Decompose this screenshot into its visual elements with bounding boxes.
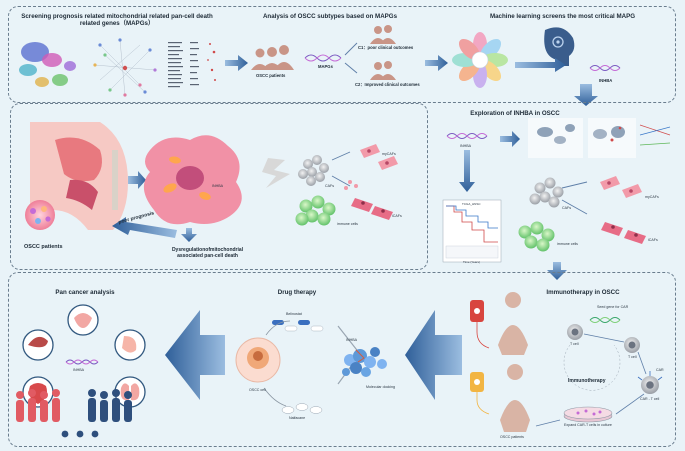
exploration-title: Exploration of INHBA in OSCC xyxy=(470,110,560,117)
gene-list-table xyxy=(168,42,216,88)
drug-capsules xyxy=(272,320,324,332)
t-cell-label-2: T cell xyxy=(628,355,637,359)
mycaf-cells-1 xyxy=(360,144,398,170)
mapgs-dna-icon xyxy=(304,54,342,62)
inhba-dna-pan xyxy=(65,359,99,365)
ml-inhba-label: INHBA xyxy=(599,78,613,83)
subtype-title: Analysis of OSCC subtypes based on MAPGs xyxy=(262,13,398,20)
arrow-cell-down xyxy=(181,228,197,242)
mycafs-label-1: myCAFs xyxy=(382,152,396,156)
arrow-inhba-to-scrna xyxy=(500,131,520,147)
inhba-cell-label: INHBA xyxy=(212,184,223,188)
drug2-label: Nalfacane xyxy=(289,416,306,420)
iv-bag-bottom xyxy=(470,372,490,415)
arrow-inhba-down xyxy=(459,150,475,192)
inhba-dna-mid xyxy=(446,133,488,139)
immune-label-1: immune cells xyxy=(337,222,358,226)
arrow-1-to-2 xyxy=(225,55,248,71)
screening-title: Screening prognosis related mitochondria… xyxy=(21,13,213,28)
oscc-tissue-icon xyxy=(25,200,55,230)
drug1-label: Belinostat xyxy=(286,312,302,316)
inhba-dna-top xyxy=(589,65,621,71)
immune-cluster-2 xyxy=(518,221,555,252)
patient-silhouettes xyxy=(498,292,530,432)
arrow-2-to-3 xyxy=(425,55,448,71)
t-cell-1 xyxy=(567,324,583,340)
oscc-cell-label: OSCC cell xyxy=(249,388,266,392)
culture-dish xyxy=(563,406,613,423)
km-title: TCGA_HNSC xyxy=(462,202,481,206)
arrow-back-to-patients xyxy=(112,217,177,238)
trajectory-plot xyxy=(639,124,671,146)
arrow-anatomy-to-cell xyxy=(128,171,146,189)
oscc-patients-label: OSCC patients xyxy=(256,73,286,78)
molecular-docking-label: Molecular docking xyxy=(366,385,395,389)
t-cell-2 xyxy=(624,337,640,353)
drug-therapy-title: Drug therapy xyxy=(277,289,317,296)
docking-molecule xyxy=(342,347,387,377)
tumor-cell-graphic xyxy=(143,135,242,225)
inhba-label-mid: INHBA xyxy=(460,144,471,148)
t-cell-label-1: T cell xyxy=(570,342,579,346)
seed-gene-label: Seed gene for CAR xyxy=(597,305,629,309)
icafs-label-2: iCAFs xyxy=(648,238,658,242)
pan-inhba-label: INHBA xyxy=(73,368,84,372)
dysregulation-label: Dysregulationofmitochondrial associated … xyxy=(171,247,244,259)
iv-bag-top xyxy=(470,300,490,349)
mycaf-cells-2 xyxy=(600,176,642,198)
car-dna xyxy=(589,317,621,323)
ml-title: Machine learning screens the most critic… xyxy=(489,13,636,20)
panel-screening xyxy=(8,6,676,103)
expand-cart-label: Expand CAR-T cells in culture xyxy=(564,423,612,427)
immune-cluster-1 xyxy=(295,195,336,226)
ml-flower-diagram xyxy=(452,32,508,88)
oscc-cell-graphic xyxy=(235,337,281,383)
mycafs-label-2: myCAFs xyxy=(645,195,659,199)
km-time-label: Time (Years) xyxy=(463,260,480,264)
panel-bottom xyxy=(8,272,676,447)
pagination-dots xyxy=(61,430,99,438)
lightning-icon xyxy=(262,158,290,188)
arrow-ml-to-inhba xyxy=(515,58,566,72)
cafs-label-1: CAFs xyxy=(325,184,334,188)
immunotherapy-title: Immunotherapy in OSCC xyxy=(546,289,620,296)
icaf-cells-1 xyxy=(344,180,393,220)
car-label: CAR xyxy=(656,368,664,372)
drug-tablets xyxy=(281,403,323,414)
oscc-patients-bottom-label: OSCC patients xyxy=(24,244,63,250)
icaf-cells-2 xyxy=(601,222,646,244)
c2-label: C2：Improved clinical outcomes xyxy=(355,82,420,87)
pan-cancer-title: Pan cancer analysis xyxy=(55,289,115,296)
drug-inhba-label: INHBA xyxy=(346,338,357,342)
head-anatomy xyxy=(30,122,128,230)
umap-plot xyxy=(19,42,76,87)
caf-cluster-2 xyxy=(529,177,564,208)
network-plot xyxy=(93,38,157,97)
patient-group-icon xyxy=(251,45,294,70)
arrow-8-to-7 xyxy=(405,310,462,400)
car-t-label: CAR - T cell xyxy=(640,397,660,401)
oscc-patients-immuno-label: OSCC patients xyxy=(500,435,524,439)
population-silhouettes xyxy=(16,389,132,422)
arrow-5-to-8 xyxy=(547,262,567,280)
panel-mechanism xyxy=(10,103,428,270)
car-t-cell xyxy=(637,371,663,394)
c1-group-icon xyxy=(370,25,396,44)
km-survival-plot xyxy=(442,199,502,263)
ml-head-icon xyxy=(544,27,575,66)
arrow-7-to-6 xyxy=(165,310,225,400)
scrna-umap-plots xyxy=(528,118,636,158)
caf-cluster-1 xyxy=(298,155,329,186)
c2-group-icon xyxy=(370,61,396,80)
icafs-label-1: iCAFs xyxy=(392,214,402,218)
cafs-label-2: CAFs xyxy=(562,206,571,210)
c1-label: C1：poor clinical outcomes xyxy=(358,45,414,50)
pan-cancer-organ-ring xyxy=(22,304,146,408)
immune-label-2: immune cells xyxy=(557,242,578,246)
immunotherapy-center-label: Immunotherapy xyxy=(568,378,606,384)
arrow-3-to-5 xyxy=(574,84,598,106)
mapgs-label: MAPGs xyxy=(318,64,333,69)
